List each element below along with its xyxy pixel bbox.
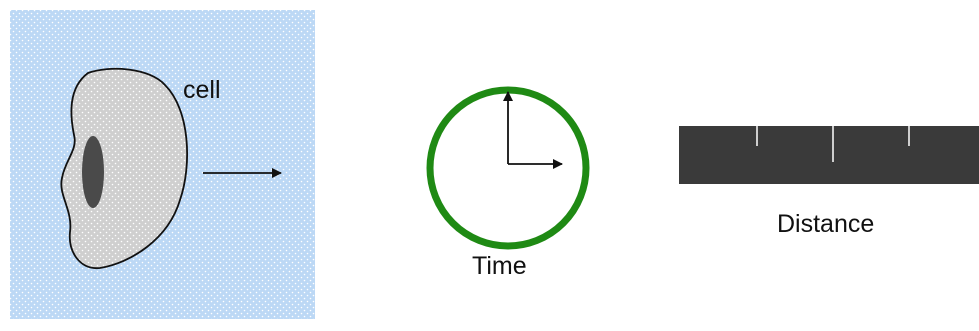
time-label: Time (472, 252, 527, 281)
nucleus-icon (82, 136, 104, 208)
cell-label: cell (183, 76, 221, 105)
ruler-bar-icon (679, 126, 979, 184)
distance-label: Distance (777, 210, 874, 239)
